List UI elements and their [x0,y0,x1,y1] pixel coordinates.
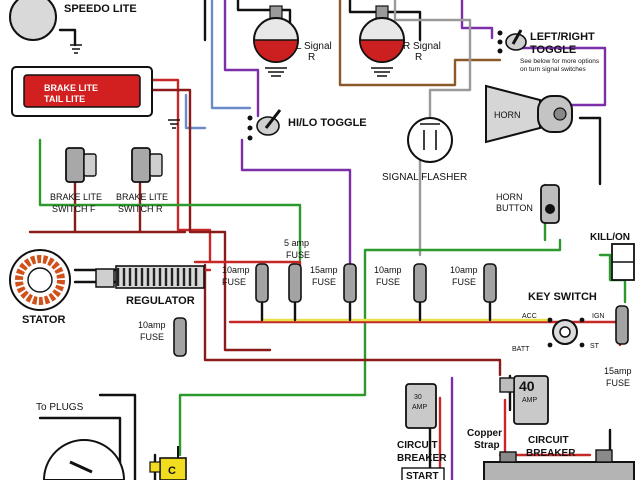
circuit-breaker-30a [405,383,437,429]
horn-button [540,184,560,224]
left-right-toggle-label-1: LEFT/RIGHT [530,31,595,43]
horn-button-label-2: BUTTON [496,203,533,213]
left-right-toggle-label-2: TOGGLE [530,44,576,56]
circuit-breaker-1-label-2: BREAKER [397,453,447,464]
key-switch [547,317,585,348]
acc-label: ACC [522,313,537,320]
fuse-10c [483,263,497,303]
to-plugs-label: To PLUGS [36,402,84,413]
fuse-15a [343,263,357,303]
ignition-pickup [42,439,126,480]
tail-lite-label: TAIL LITE [44,94,85,104]
battery [483,449,635,480]
brake-switch-front-label-2: SWITCH F [52,204,96,214]
circuit-breaker-40a [499,375,549,425]
ignition-coil [149,446,187,480]
fuse-10c-label-2: FUSE [452,277,476,287]
coil-label: C [168,465,176,477]
key-switch-label: KEY SWITCH [528,291,597,303]
fuse-15a-label-1: 15amp [310,265,338,275]
stator [9,249,71,311]
kill-on-label: KILL/ON [590,232,630,243]
cb40-number: 40 [519,378,535,394]
fuse-10d-label-2: FUSE [140,332,164,342]
hi-lo-toggle [247,109,282,141]
left-signal-lamp [253,5,299,77]
fuse-5a [288,263,302,303]
signal-flasher-label: SIGNAL FLASHER [382,172,467,183]
fuse-10a-label-1: 10amp [222,265,250,275]
start-label: START [406,471,439,480]
brake-tail-light [11,66,180,129]
circuit-breaker-2-label-2: BREAKER [526,448,576,459]
fuse-15b-label-2: FUSE [606,378,630,388]
brake-switch-front-label-1: BRAKE LITE [50,192,102,202]
cb30-unit: AMP [412,404,428,411]
brake-switch-front [65,147,97,183]
horn-label: HORN [494,110,521,120]
ign-label: IGN [592,313,604,320]
brake-lite-label: BRAKE LITE [44,83,98,93]
st-label: ST [590,343,600,350]
circuit-breaker-2-label-1: CIRCUIT [528,435,569,446]
kill-on-switch [611,243,635,281]
hi-lo-toggle-label: HI/LO TOGGLE [288,117,367,129]
left-right-toggle [497,29,527,54]
signal-flasher [407,117,453,163]
copper-strap-label-1: Copper [467,428,502,439]
batt-label: BATT [512,346,530,353]
fuse-5a-label-1: 5 amp [284,238,309,248]
horn-button-label-1: HORN [496,192,523,202]
stator-label: STATOR [22,314,65,326]
left-signal-label-1: L Signal [296,41,332,52]
fuse-5a-label-2: FUSE [286,250,310,260]
brake-switch-rear-label-1: BRAKE LITE [116,192,168,202]
fuse-15b [615,305,629,345]
speedo-lite [9,0,82,54]
fuse-10b [413,263,427,303]
cb30-number: 30 [414,394,422,401]
regulator [95,265,205,289]
regulator-label: REGULATOR [126,295,195,307]
brake-switch-rear-label-2: SWITCH R [118,204,163,214]
left-right-note-1: See below for more options [520,58,600,65]
fuse-10c-label-1: 10amp [450,265,478,275]
fuse-15a-label-2: FUSE [312,277,336,287]
right-signal-label-2: R [415,52,422,63]
fuse-10a-label-2: FUSE [222,277,246,287]
left-signal-label-2: R [308,52,315,63]
fuse-10d-label-1: 10amp [138,320,166,330]
fuse-10d [173,317,187,357]
fuse-10b-label-1: 10amp [374,265,402,275]
fuse-15b-label-1: 15amp [604,366,632,376]
right-signal-lamp [359,5,405,77]
horn [485,84,602,186]
copper-strap-label-2: Strap [474,440,500,451]
start-box [401,467,445,480]
cb40-unit: AMP [522,397,538,404]
fuse-10b-label-2: FUSE [376,277,400,287]
right-signal-label-1: R Signal [403,41,441,52]
brake-switch-rear [131,147,163,183]
left-right-note-2: on turn signal switches [520,66,587,73]
fuse-10a [255,263,269,303]
speedo-lite-label: SPEEDO LITE [64,3,137,15]
circuit-breaker-1-label-1: CIRCUIT [397,440,438,451]
